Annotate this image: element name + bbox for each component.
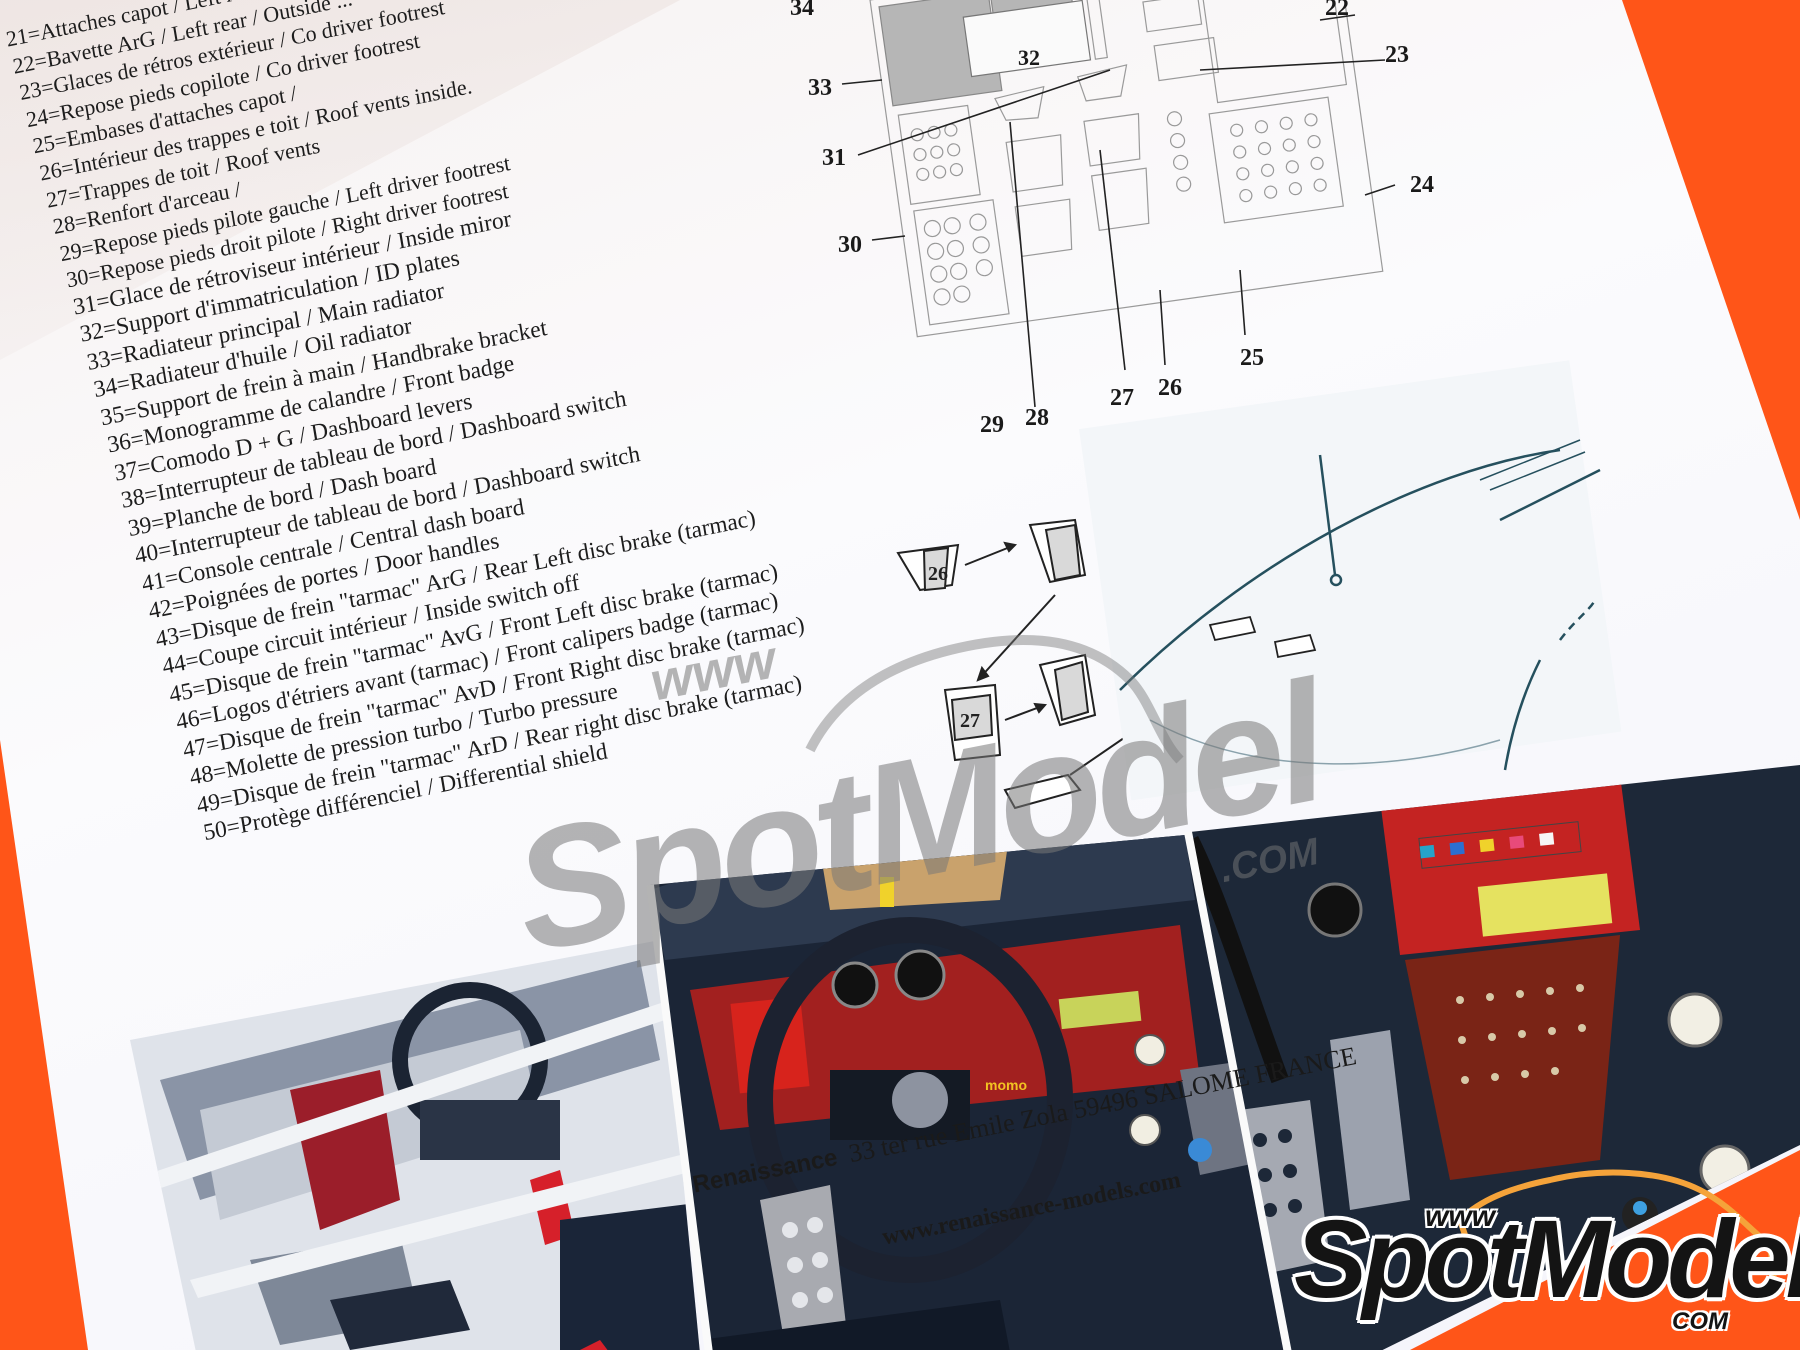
svg-text:26: 26 [928,563,948,585]
photo-interior-left [130,940,720,1350]
label-31: 31 [822,145,846,171]
label-29: 29 [980,412,1004,438]
part-number-labels: 34 33 32 31 30 29 28 27 26 25 24 23 22 [790,0,1434,438]
momo-badge: momo [985,1077,1027,1093]
fret-frame [869,0,1384,338]
logo-car-outline-icon [1457,1169,1778,1291]
photo-dividers [646,831,1292,1350]
label-33: 33 [808,75,832,101]
label-24: 24 [1410,172,1434,198]
spotmodel-logo: www SpotModel COM [1280,1160,1800,1350]
label-30: 30 [838,232,862,258]
label-27: 27 [1110,385,1134,411]
label-25: 25 [1240,345,1264,371]
svg-text:27: 27 [960,710,980,732]
label-26: 26 [1158,375,1182,401]
car-roof-sketch [1079,360,1622,801]
roof-vent-assembly: 26 27 [896,518,1247,810]
logo-com: COM [1672,1308,1728,1335]
label-22: 22 [1325,0,1349,21]
logo-www: www [1425,1200,1496,1233]
label-28: 28 [1025,405,1049,431]
label-32: 32 [1018,45,1040,70]
label-23: 23 [1385,42,1409,68]
logo-name: SpotModel [1294,1198,1800,1321]
label-34: 34 [790,0,814,21]
leader-lines [841,14,1396,408]
